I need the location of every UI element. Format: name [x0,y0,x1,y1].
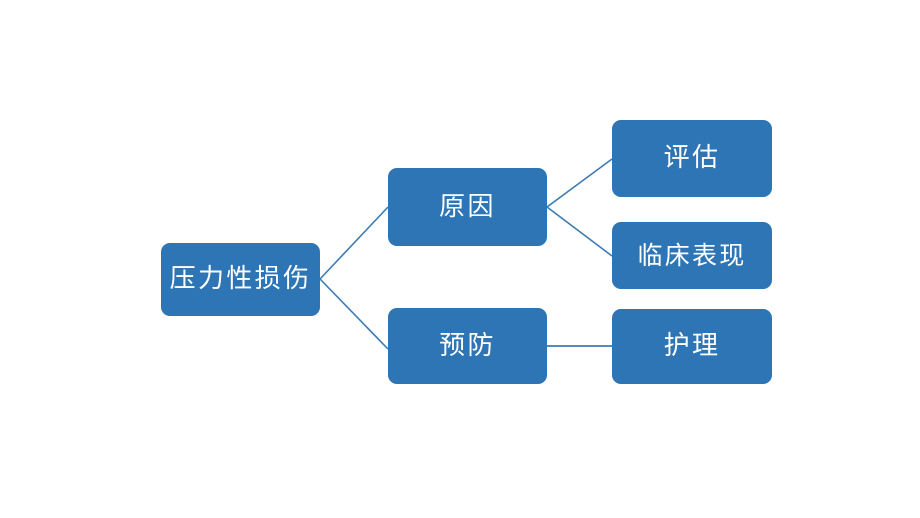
node-assessment[interactable]: 评估 [612,120,772,197]
connector-root-to-prevention [319,278,389,350]
node-prevention-label: 预防 [439,330,496,361]
connector-cause-to-manifestation [546,206,613,257]
node-cause[interactable]: 原因 [388,168,547,246]
node-nursing-care[interactable]: 护理 [612,309,772,384]
connector-root-to-cause [319,206,389,280]
node-assessment-label: 评估 [663,143,721,174]
node-clinical-manifestation-label: 临床表现 [637,240,747,270]
node-prevention[interactable]: 预防 [388,308,547,384]
node-root-pressure-injury[interactable]: 压力性损伤 [161,243,320,316]
node-clinical-manifestation[interactable]: 临床表现 [612,222,772,289]
node-cause-label: 原因 [439,191,496,222]
node-nursing-care-label: 护理 [663,331,721,362]
node-root-label: 压力性损伤 [169,264,312,295]
connector-cause-to-assessment [546,158,613,208]
